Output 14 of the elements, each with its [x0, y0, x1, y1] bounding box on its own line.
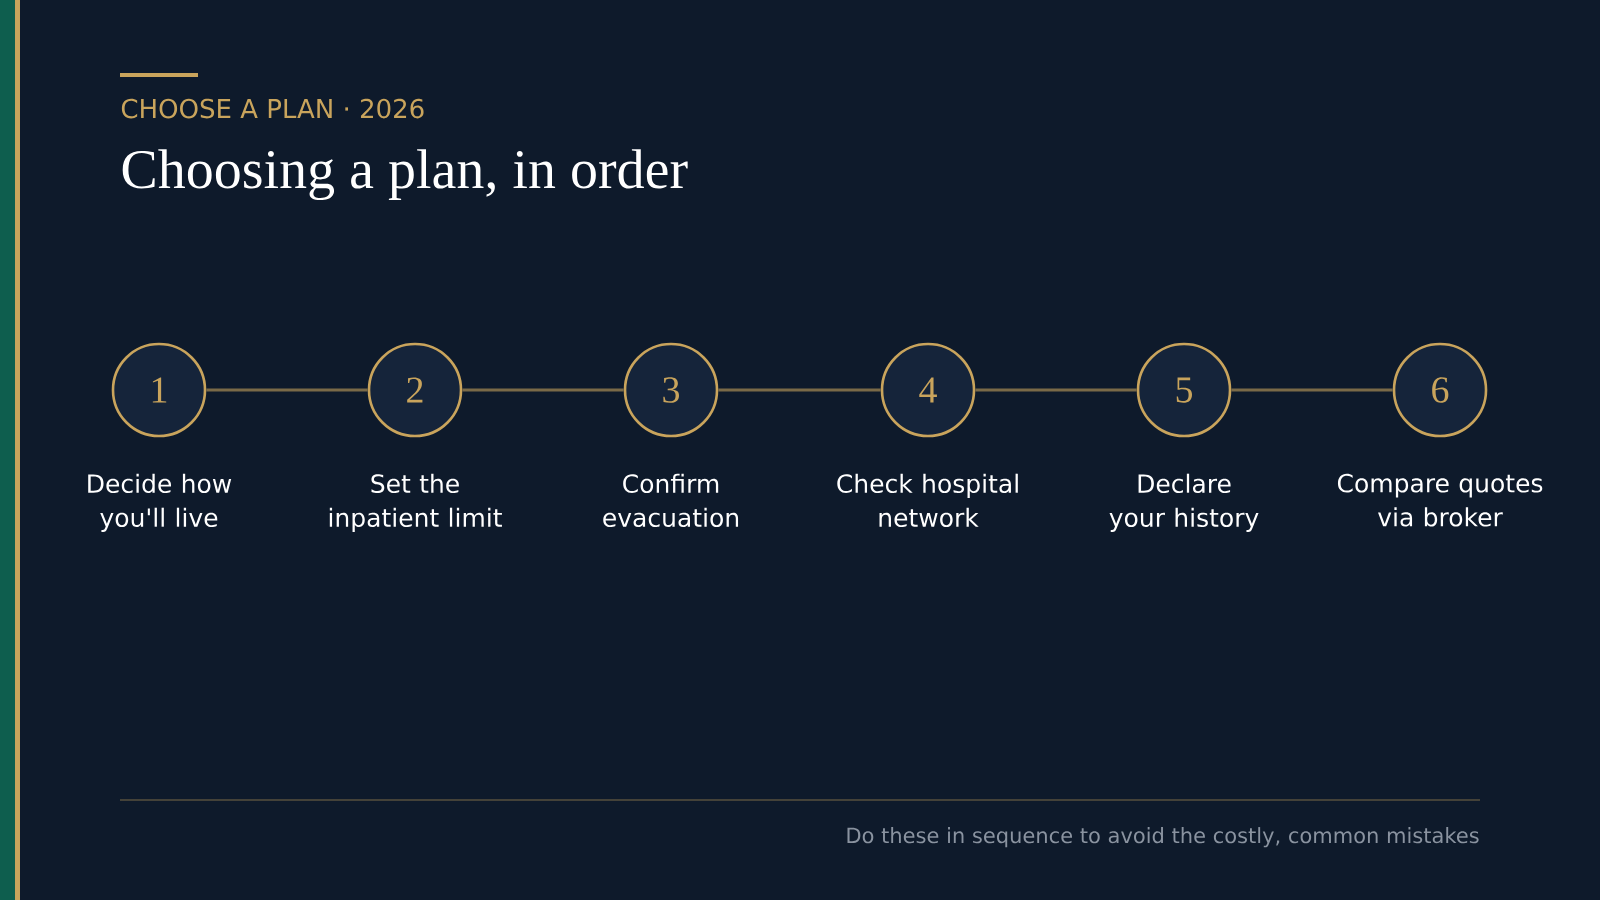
eyebrow-text: CHOOSE A PLAN · 2026	[121, 98, 424, 119]
step-label: Check hospital network	[837, 473, 1018, 528]
step-label: Decide how you'll live	[88, 473, 232, 532]
step-label: Compare quotes via broker	[1337, 473, 1543, 527]
connector-line	[206, 388, 368, 392]
connector-line	[1231, 388, 1393, 392]
connector-line	[975, 388, 1137, 392]
step-label: Declare your history	[1109, 473, 1259, 532]
step-label: Confirm evacuation	[603, 473, 739, 528]
connector-line	[462, 388, 624, 392]
connector-line	[718, 388, 881, 392]
step-label: Set the inpatient limit	[329, 473, 502, 532]
caption: Do these in sequence to avoid the costly, common mistakes	[847, 827, 1479, 848]
title: Choosing a plan, in order	[122, 149, 688, 201]
